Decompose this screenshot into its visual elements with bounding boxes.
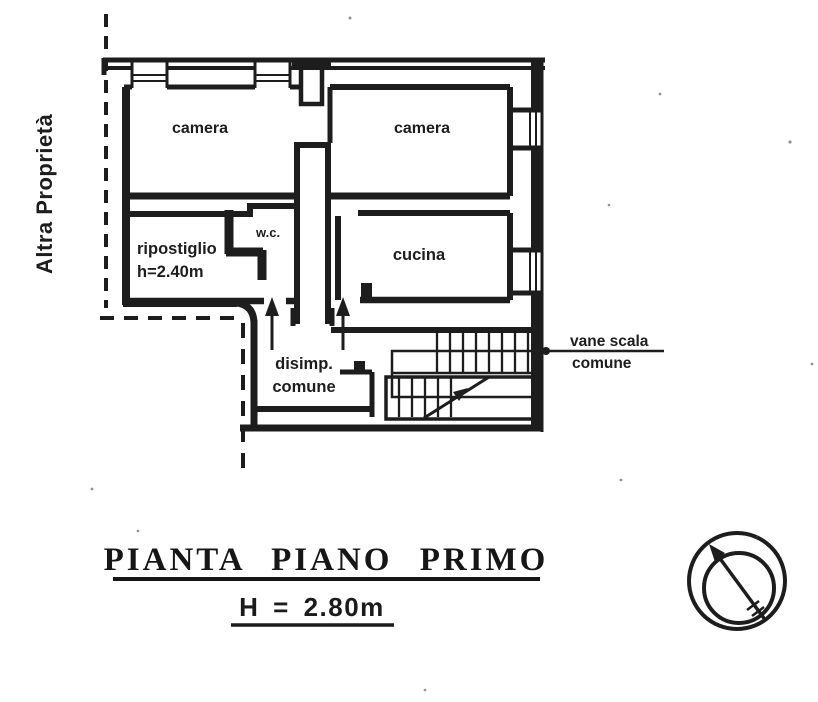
- up-arrow-icon: [336, 297, 350, 316]
- corridor-walls: [290, 142, 335, 326]
- entry-arrows: [265, 297, 350, 350]
- room-label-camera-right: camera: [394, 120, 450, 137]
- stair-direction-arrow-icon: [453, 388, 468, 401]
- room-label-disimpegno-line1: disimp.: [275, 355, 333, 373]
- adjacent-property-label: Altra Proprietà: [32, 113, 57, 274]
- right-wall-and-windows: [510, 58, 544, 432]
- room-label-wc: w.c.: [255, 225, 280, 240]
- callout-label-line2: comune: [572, 355, 632, 372]
- kitchen-walls: [335, 210, 513, 304]
- north-arrow-icon: [709, 544, 725, 562]
- room-label-ripostiglio-height: h=2.40m: [137, 263, 204, 281]
- scan-noise: [90, 16, 814, 692]
- stair-treads-lower: [397, 377, 453, 417]
- compass-inner-circle: [702, 551, 776, 625]
- landing-door-jamb: [354, 361, 365, 372]
- north-arrow-shaft: [711, 547, 768, 623]
- callout-label-line1: vane scala: [570, 333, 649, 350]
- window-glazing-right: [529, 112, 537, 293]
- floor-height-label: H = 2.80m: [239, 592, 385, 622]
- north-arrow-fletching: [746, 600, 765, 617]
- chimney-notch: [298, 70, 325, 107]
- landing-walls: [340, 361, 375, 417]
- staircase: [331, 327, 542, 421]
- compass-outer-circle: [687, 531, 787, 631]
- room-label-ripostiglio: ripostiglio: [137, 240, 217, 258]
- bedroom-walls: [124, 84, 513, 200]
- plan-title: PIANTA PIANO PRIMO: [104, 542, 549, 578]
- up-arrow-icon: [265, 297, 279, 316]
- stairwell-callout: vane scala comune: [542, 333, 664, 372]
- window-glazing-top: [132, 74, 290, 82]
- room-label-camera-left: camera: [172, 120, 228, 137]
- storage-wc-walls: [124, 203, 300, 305]
- stair-direction-line: [423, 375, 490, 420]
- top-wall-and-windows: [101, 57, 545, 107]
- stair-treads-upper: [435, 333, 530, 373]
- kitchen-door-jamb: [361, 283, 372, 302]
- north-compass: [687, 531, 787, 631]
- title-block: PIANTA PIANO PRIMO H = 2.80m: [104, 542, 549, 627]
- room-label-disimpegno-line2: comune: [272, 378, 335, 396]
- room-label-cucina: cucina: [393, 246, 446, 264]
